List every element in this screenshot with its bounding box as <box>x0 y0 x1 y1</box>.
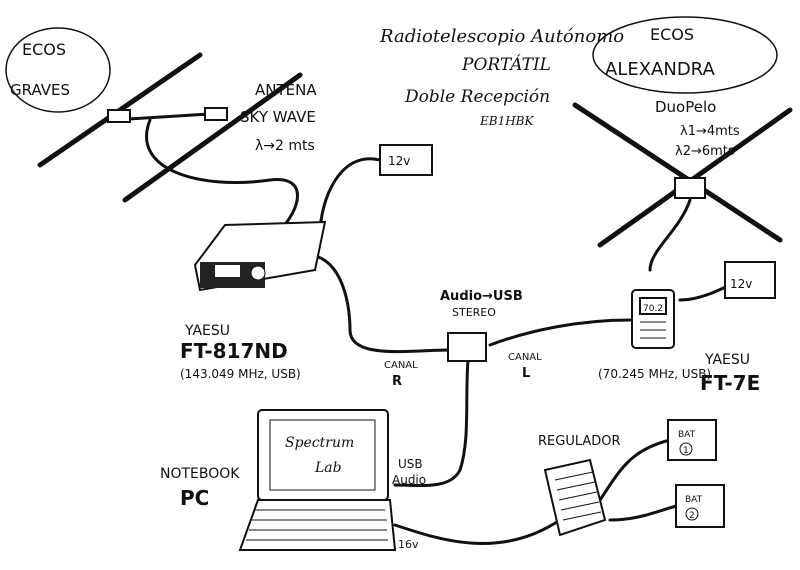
channel-label: L <box>522 366 530 381</box>
channel-label: R <box>392 374 402 389</box>
site-label: ALEXANDRA <box>605 59 715 80</box>
antenna-label: ANTENA <box>255 81 317 99</box>
site-bubble-alexandra <box>592 16 778 94</box>
radio-model: FT-817ND <box>180 339 288 363</box>
voltage-label: 16v <box>398 538 419 551</box>
antenna-wavelength: λ1→4mts <box>680 124 740 139</box>
antenna-label: DuoPelo <box>655 98 716 116</box>
site-bubble-graves <box>5 27 111 113</box>
radio-display: 70.2 <box>643 304 663 314</box>
channel-label: CANAL <box>384 360 418 371</box>
interface-label: Audio→USB <box>440 289 523 304</box>
usb-label: USB <box>398 457 423 471</box>
title-line3: Doble Recepción <box>404 87 550 107</box>
radio-frequency: (143.049 MHz, USB) <box>180 367 301 381</box>
voltage-label: 12v <box>388 154 410 168</box>
site-label: GRAVES <box>10 81 70 99</box>
radio-ft817nd <box>193 220 327 292</box>
screen-text: Spectrum <box>285 435 354 451</box>
battery-1: BAT 1 <box>667 419 717 461</box>
radio-brand: YAESU <box>704 352 750 368</box>
site-label: ECOS <box>650 25 694 44</box>
audio-usb-interface <box>447 332 487 362</box>
title-line1: Radiotelescopio Autónomo <box>379 26 624 47</box>
pc-label: NOTEBOOK <box>160 466 240 482</box>
power-box-12v-right: 12v <box>724 261 776 299</box>
battery-2: BAT 2 <box>675 484 725 528</box>
battery-number: 2 <box>689 511 695 521</box>
interface-label: STEREO <box>452 306 496 319</box>
notebook-pc <box>238 409 397 551</box>
power-box-12v-left: 12v <box>379 144 433 176</box>
antenna-wavelength: λ2→6mts <box>675 144 735 159</box>
radio-frequency: (70.245 MHz, USB) <box>598 367 711 381</box>
antenna-wavelength: λ→2 mts <box>255 138 315 154</box>
regulator-label: REGULADOR <box>538 434 621 449</box>
battery-label: BAT <box>685 495 703 505</box>
battery-number: 1 <box>683 446 689 456</box>
site-label: ECOS <box>22 40 66 59</box>
callsign: EB1HBK <box>479 114 534 128</box>
pc-label: PC <box>180 486 209 510</box>
channel-label: CANAL <box>508 352 542 363</box>
radio-model: FT-7E <box>700 371 760 395</box>
skywave-antenna <box>37 52 303 203</box>
battery-label: BAT <box>678 430 696 440</box>
screen-text: Lab <box>314 460 342 476</box>
title-line2: PORTÁTIL <box>461 54 551 75</box>
voltage-label: 12v <box>730 277 752 291</box>
usb-label: Audio <box>392 473 426 487</box>
radio-brand: YAESU <box>184 323 230 339</box>
radio-ft7e: 70.2 <box>631 289 675 349</box>
regulator <box>543 458 607 537</box>
antenna-label: SKY WAVE <box>240 108 316 126</box>
duopelo-antenna <box>572 102 793 248</box>
